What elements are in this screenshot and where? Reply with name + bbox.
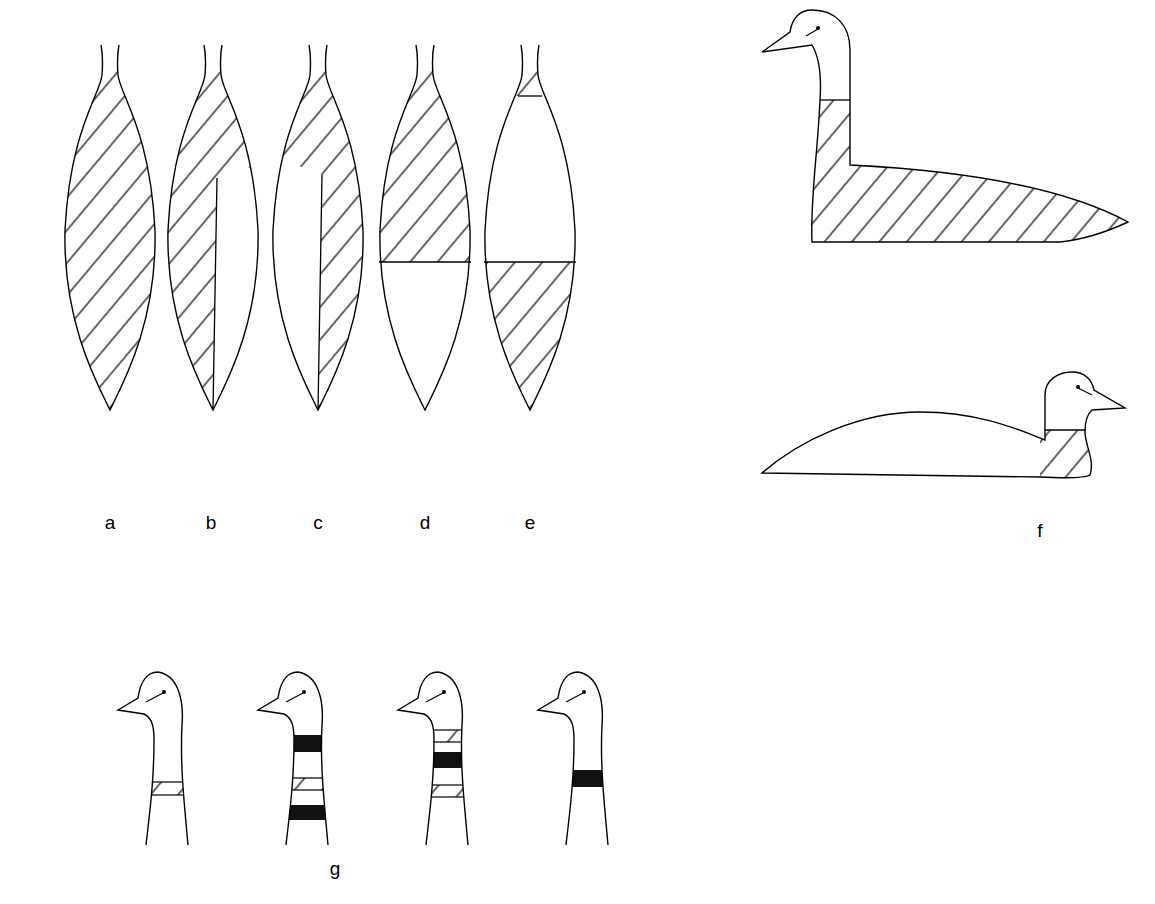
swan-side-hatched <box>750 10 1140 250</box>
neck-band-1 <box>110 672 210 845</box>
figure-letter: a <box>105 513 116 532</box>
goose-body-b <box>153 45 273 410</box>
goose-body-c <box>258 45 378 410</box>
neck-band-2 <box>250 672 350 845</box>
goose-body-a <box>50 45 170 422</box>
figure-letter: e <box>525 513 536 532</box>
figure-letter: c <box>313 513 323 532</box>
neck-band-3 <box>390 672 490 845</box>
goose-body-d <box>365 45 485 410</box>
figure-letter: d <box>420 513 431 532</box>
neck-band-4 <box>530 672 630 845</box>
goose-body-e <box>470 45 590 422</box>
figure-letter: g <box>330 859 341 878</box>
figure-letter: f <box>1037 521 1042 540</box>
swan-side-neck-hatched <box>762 372 1125 480</box>
figure-letter: b <box>206 513 217 532</box>
